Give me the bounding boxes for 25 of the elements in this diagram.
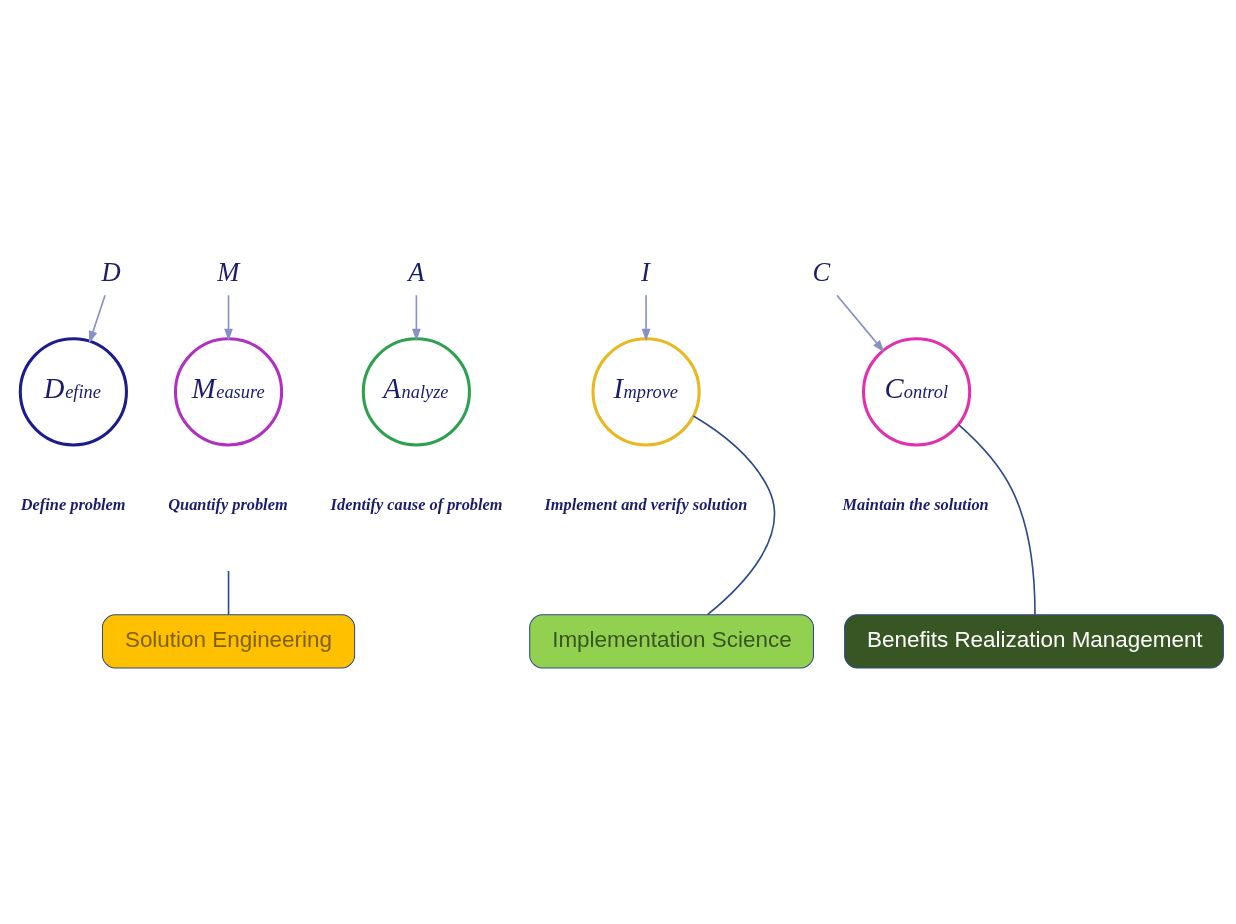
- connector: [692, 414, 776, 615]
- node-label: Define problem: [20, 494, 126, 514]
- node-box: Solution Engineering: [101, 613, 356, 668]
- node-circle: Measure: [173, 336, 284, 446]
- node-box: Implementation Science: [529, 613, 814, 668]
- node-text: I: [640, 256, 650, 287]
- node-circle: Improve: [591, 336, 701, 446]
- node-text: A: [408, 256, 425, 287]
- arrow: [88, 293, 106, 343]
- node-text: C: [812, 256, 831, 287]
- connector: [958, 423, 1036, 616]
- node-label: Implement and verify solution: [544, 494, 748, 514]
- connector: [227, 569, 230, 616]
- node-label: Maintain the solution: [842, 494, 989, 514]
- node-text: D: [101, 256, 121, 287]
- node-label: Quantify problem: [168, 494, 288, 514]
- arrow: [641, 293, 651, 341]
- node-text: M: [217, 256, 240, 287]
- arrow: [836, 293, 885, 352]
- node-label: Identify cause of problem: [330, 494, 503, 514]
- node-circle: Define: [18, 336, 128, 446]
- node-box: Benefits Realization Management: [844, 613, 1224, 668]
- arrow: [412, 293, 421, 341]
- arrow: [224, 293, 233, 341]
- node-circle: Analyze: [361, 336, 471, 446]
